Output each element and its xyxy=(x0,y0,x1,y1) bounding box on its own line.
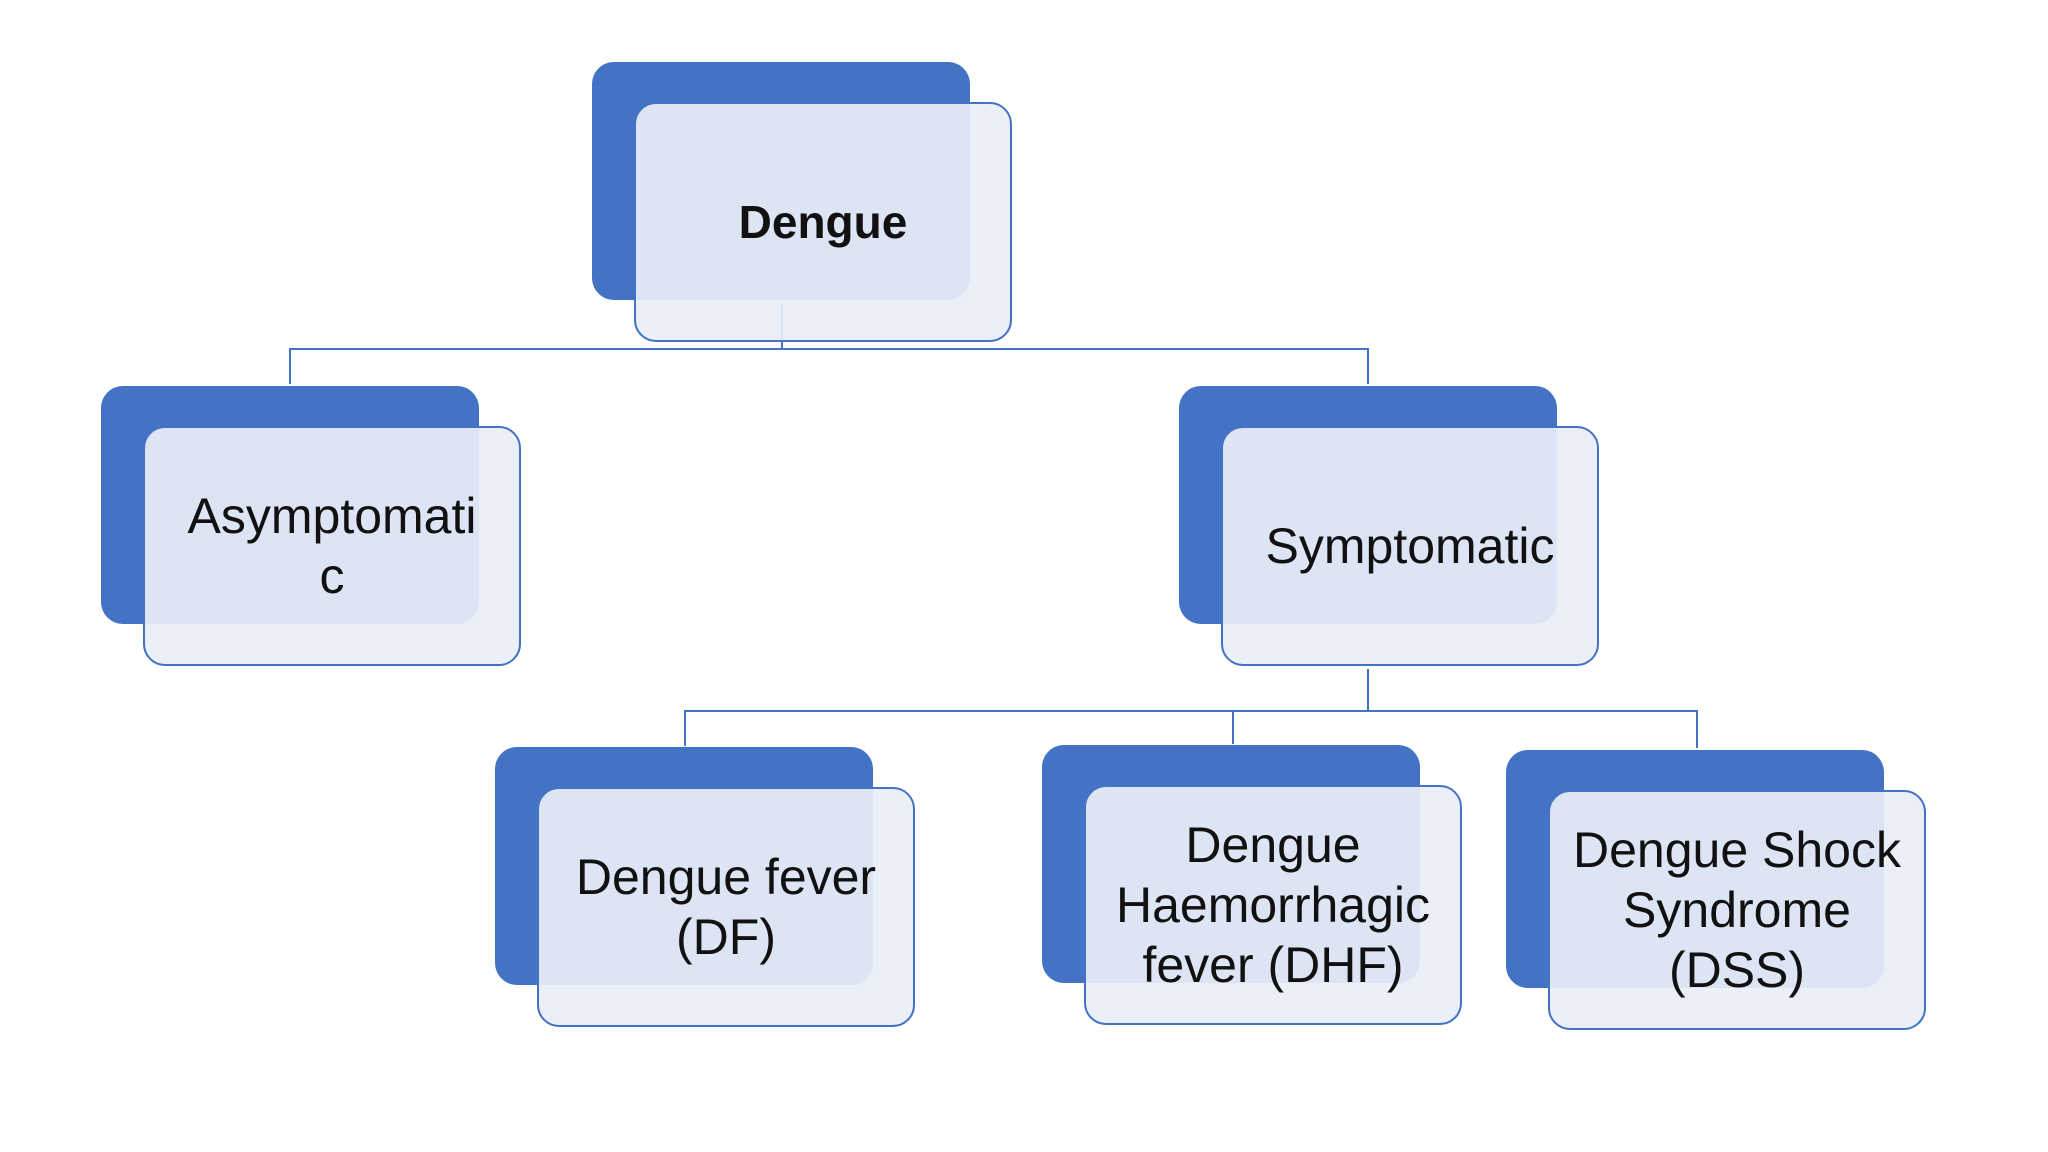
node-symptomatic-card: Symptomatic xyxy=(1221,426,1599,666)
node-symptomatic-label: Symptomatic xyxy=(1265,518,1555,574)
connector-level1-bar xyxy=(289,348,1369,350)
node-asymptomatic-label: Asymptomatic xyxy=(187,488,477,604)
connector-to-dss xyxy=(1696,710,1698,748)
connector-to-dhf xyxy=(1232,710,1234,744)
connector-to-df xyxy=(684,710,686,746)
node-asymptomatic: Asymptomatic xyxy=(101,386,521,666)
connector-to-asymptomatic xyxy=(289,348,291,384)
node-dss: Dengue Shock Syndrome (DSS) xyxy=(1506,750,1926,1030)
node-dss-card: Dengue Shock Syndrome (DSS) xyxy=(1548,790,1926,1030)
connector-level2-bar xyxy=(684,710,1698,712)
node-dengue: Dengue xyxy=(592,62,1012,342)
node-asymptomatic-card: Asymptomatic xyxy=(143,426,521,666)
node-dss-label: Dengue Shock Syndrome (DSS) xyxy=(1572,822,1901,998)
connector-to-symptomatic xyxy=(1367,348,1369,384)
node-dengue-fever-label: Dengue fever (DF) xyxy=(575,849,877,965)
node-dhf: Dengue Haemorrhagic fever (DHF) xyxy=(1042,745,1462,1025)
node-dengue-card: Dengue xyxy=(634,102,1012,342)
node-dengue-label: Dengue xyxy=(738,196,908,248)
node-dhf-label: Dengue Haemorrhagic fever (DHF) xyxy=(1115,817,1430,993)
node-dhf-card: Dengue Haemorrhagic fever (DHF) xyxy=(1084,785,1462,1025)
connector-symptomatic-stem xyxy=(1367,669,1369,712)
node-symptomatic: Symptomatic xyxy=(1179,386,1599,666)
node-dengue-fever: Dengue fever (DF) xyxy=(495,747,915,1027)
node-dengue-fever-card: Dengue fever (DF) xyxy=(537,787,915,1027)
